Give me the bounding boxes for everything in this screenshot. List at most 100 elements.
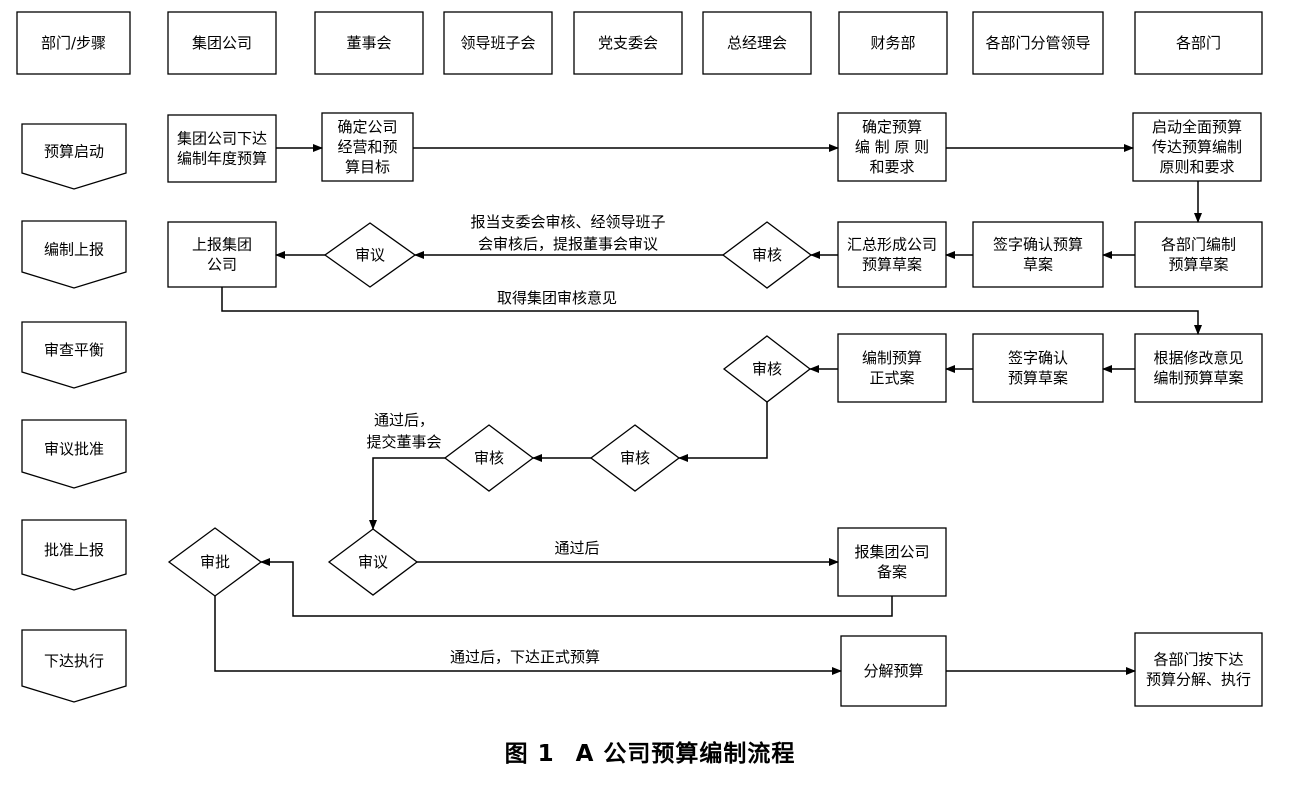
process-box-b12: [837, 527, 947, 597]
stage-shape-s5: [21, 629, 127, 703]
process-label-line: 根据修改意见: [1153, 349, 1243, 367]
header-label: 部门/步骤: [41, 34, 106, 52]
process-box-b10: [972, 333, 1104, 403]
process-label: 编制预算正式案: [862, 349, 922, 387]
process-label-line: 预算草案: [862, 256, 922, 274]
stage-label: 审议批准: [44, 440, 104, 458]
stage-shape-s4: [21, 519, 127, 591]
process-label-line: 报集团公司: [854, 543, 929, 561]
process-label-line: 分解预算: [863, 662, 923, 680]
stage-label: 下达执行: [44, 652, 104, 670]
header-label: 集团公司: [192, 34, 252, 52]
process-label-line: 和要求: [869, 158, 914, 176]
decision-d6: [327, 528, 419, 596]
process-label: 确定公司经营和预算目标: [337, 118, 397, 176]
process-label-line: 经营和预: [337, 138, 397, 156]
decision-d4: [589, 424, 681, 492]
process-label-line: 公司: [207, 256, 237, 274]
header-label: 各部门: [1176, 34, 1221, 52]
edge-d3-d4: [678, 402, 768, 462]
process-label-line: 预算草案: [1008, 369, 1068, 387]
process-label: 确定预算编 制 原 则和要求: [855, 118, 929, 176]
decision-d5: [443, 424, 535, 492]
process-label-line: 确定预算: [862, 118, 922, 136]
decision-label: 审议: [358, 553, 388, 571]
process-box-b6: [972, 221, 1104, 288]
decision-label: 审核: [620, 449, 650, 467]
header-box-h7: [972, 11, 1104, 75]
decision-d1: [721, 221, 813, 289]
process-box-b8: [167, 221, 277, 288]
stage-shape-s2: [21, 321, 127, 389]
header-box-h4: [573, 11, 683, 75]
process-box-b3: [837, 112, 947, 182]
process-label-line: 各部门编制: [1161, 236, 1236, 254]
edge-label-line: 通过后: [554, 539, 599, 557]
process-label-line: 签字确认: [1008, 349, 1068, 367]
header-box-h6: [838, 11, 948, 75]
header-box-h8: [1134, 11, 1263, 75]
decision-d2: [323, 222, 417, 288]
process-label-line: 签字确认预算: [993, 236, 1083, 254]
decision-label: 审核: [752, 360, 782, 378]
process-label-line: 预算草案: [1168, 256, 1228, 274]
edge-label: 通过后，提交董事会: [366, 411, 441, 451]
stage-label: 批准上报: [44, 541, 104, 559]
stage-label: 审查平衡: [44, 341, 104, 359]
header-box-h2: [314, 11, 424, 75]
process-label-line: 传达预算编制: [1152, 138, 1242, 156]
process-label: 分解预算: [863, 662, 923, 680]
edge-label-line: 通过后，下达正式预算: [450, 648, 600, 666]
process-label: 上报集团公司: [192, 236, 252, 274]
process-label-line: 编制年度预算: [177, 150, 267, 168]
process-label-line: 原则和要求: [1159, 158, 1234, 176]
process-box-b13: [840, 635, 947, 707]
figure-title: A 公司预算编制流程: [575, 741, 796, 767]
edge-label-line: 会审核后，提报董事会审议: [478, 235, 658, 253]
process-label: 启动全面预算传达预算编制原则和要求: [1152, 118, 1242, 176]
header-box-h5: [702, 11, 812, 75]
edge-label: 报当支委会审核、经领导班子会审核后，提报董事会审议: [470, 213, 665, 253]
stage-shape-s0: [21, 123, 127, 190]
header-label: 财务部: [870, 34, 915, 52]
process-label-line: 编制预算: [862, 349, 922, 367]
edge-b8-b9: [221, 287, 1202, 335]
stage-shape-s1: [21, 220, 127, 289]
process-label: 集团公司下达编制年度预算: [177, 130, 267, 168]
header-label: 领导班子会: [460, 34, 535, 52]
process-box-b1: [167, 114, 277, 183]
header-box-h1: [167, 11, 277, 75]
process-label: 签字确认预算草案: [1008, 349, 1068, 387]
process-box-b5: [1134, 221, 1263, 288]
process-label-line: 编 制 原 则: [855, 138, 929, 156]
process-label-line: 集团公司下达: [177, 130, 267, 148]
stage-label: 预算启动: [44, 143, 104, 161]
edge-b12-d7: [260, 558, 893, 617]
process-box-b2: [321, 112, 414, 182]
process-box-b4: [1132, 112, 1262, 182]
process-label: 根据修改意见编制预算草案: [1153, 349, 1243, 387]
process-box-b7: [837, 221, 947, 288]
edge-label-line: 提交董事会: [366, 433, 441, 451]
edge-label-line: 报当支委会审核、经领导班子: [470, 213, 665, 231]
process-label-line: 上报集团: [192, 236, 252, 254]
process-box-b14: [1134, 632, 1263, 707]
process-box-b9: [1134, 333, 1263, 403]
edge-d5-d6: [369, 457, 445, 530]
process-label-line: 草案: [1023, 256, 1053, 274]
edge-label: 通过后: [554, 539, 599, 557]
edge-label-line: 取得集团审核意见: [497, 289, 617, 307]
process-label-line: 预算分解、执行: [1146, 671, 1251, 689]
process-label-line: 正式案: [869, 369, 914, 387]
process-label-line: 汇总形成公司: [847, 236, 937, 254]
process-label-line: 算目标: [345, 158, 390, 176]
process-label-line: 确定公司: [337, 118, 397, 136]
process-label-line: 编制预算草案: [1153, 369, 1243, 387]
edge-label: 通过后，下达正式预算: [450, 648, 600, 666]
decision-label: 审核: [474, 449, 504, 467]
header-box-h0: [16, 11, 131, 75]
header-label: 各部门分管领导: [985, 34, 1090, 52]
decision-label: 审议: [355, 246, 385, 264]
stage-label: 编制上报: [44, 241, 104, 259]
decision-label: 审批: [200, 553, 230, 571]
